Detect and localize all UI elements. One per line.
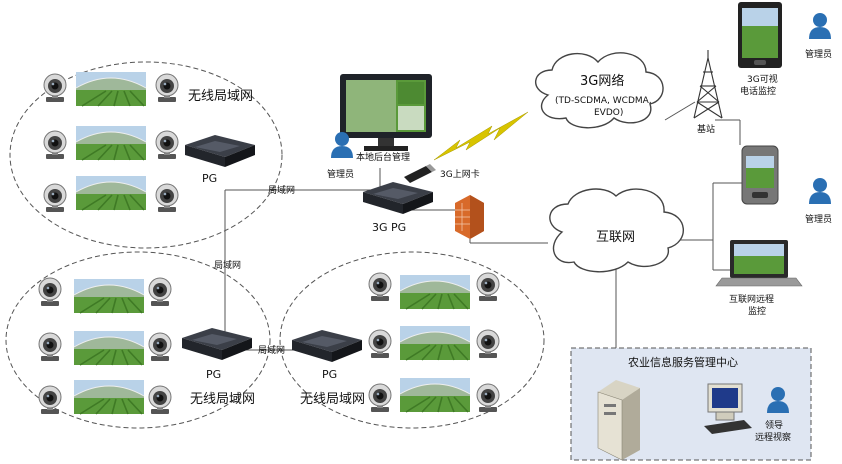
base-station-tower-icon: [693, 50, 723, 119]
pg-device-icon: [292, 330, 362, 362]
local-admin-label: 本地后台管理: [356, 151, 410, 163]
dome-camera-icon: [368, 329, 392, 359]
greenhouse-photo-icon: [75, 125, 147, 161]
wlan-bottom-right-group: PG 无线局域网: [292, 272, 500, 413]
pg-label: PG: [206, 368, 221, 381]
wlan-label: 无线局域网: [300, 392, 365, 407]
dome-camera-icon: [368, 383, 392, 413]
cloud-icon: [549, 188, 684, 273]
dome-camera-icon: [43, 73, 67, 103]
3g-network-title: 3G网络: [580, 73, 624, 89]
3g-card-label: 3G上网卡: [440, 168, 480, 180]
cloud-icon: [535, 52, 664, 129]
smartphone-icon: [738, 2, 782, 68]
3g-pg-label: 3G PG: [372, 221, 406, 234]
admin-label: 管理员: [805, 213, 832, 225]
leader-label: 远程视察: [755, 431, 791, 443]
greenhouse-photo-icon: [73, 330, 145, 366]
smartphone-icon: [741, 145, 779, 205]
dome-camera-icon: [43, 183, 67, 213]
phone-label: 3G可视: [747, 73, 778, 85]
firewall-icon: [455, 195, 484, 239]
internet-label: 互联网: [596, 230, 635, 245]
desktop-pc-icon: [704, 383, 752, 434]
dome-camera-icon: [476, 272, 500, 302]
dome-camera-icon: [38, 277, 62, 307]
dome-camera-icon: [148, 332, 172, 362]
monitor-icon: [340, 74, 432, 151]
greenhouse-photo-icon: [399, 377, 471, 413]
greenhouse-photo-icon: [75, 71, 147, 107]
center-title: 农业信息服务管理中心: [628, 355, 738, 369]
person-icon: [809, 178, 831, 204]
greenhouse-photo-icon: [399, 274, 471, 310]
wlan-top-group: 无线局域网 PG: [43, 71, 255, 213]
dome-camera-icon: [148, 277, 172, 307]
dome-camera-icon: [155, 73, 179, 103]
lightning-icon: [433, 111, 529, 161]
server-icon: [597, 380, 640, 461]
wlan-bottom-left-group: PG 无线局域网: [38, 277, 255, 415]
dome-camera-icon: [38, 385, 62, 415]
laptop-label: 监控: [748, 305, 766, 317]
leader-label: 领导: [765, 419, 783, 431]
wlan-groups: [5, 61, 545, 429]
3g-network-sub: EVDO): [594, 108, 623, 118]
greenhouse-photo-icon: [73, 278, 145, 314]
wlan-label: 无线局域网: [190, 392, 255, 407]
base-station-label: 基站: [697, 123, 715, 135]
dome-camera-icon: [368, 272, 392, 302]
lan-label: 局域网: [258, 344, 285, 356]
greenhouse-photo-icon: [75, 175, 147, 211]
dome-camera-icon: [38, 332, 62, 362]
dome-camera-icon: [148, 385, 172, 415]
pg-device-icon: [182, 328, 252, 360]
dome-camera-icon: [476, 329, 500, 359]
greenhouse-photo-icon: [399, 325, 471, 361]
person-icon: [809, 13, 831, 39]
dome-camera-icon: [155, 183, 179, 213]
pg-label: PG: [322, 368, 337, 381]
dome-camera-icon: [155, 130, 179, 160]
pg-label: PG: [202, 172, 217, 185]
3g-network-sub: (TD-SCDMA, WCDMA,: [555, 96, 652, 106]
laptop-label: 互联网远程: [729, 294, 774, 305]
laptop-icon: [715, 240, 803, 287]
greenhouse-photo-icon: [73, 379, 145, 415]
management-center-panel: 农业信息服务管理中心 领导 远程视察: [570, 347, 812, 461]
wlan-label: 无线局域网: [188, 89, 253, 104]
dome-camera-icon: [476, 383, 500, 413]
lan-label: 局域网: [268, 184, 295, 196]
admin-label: 管理员: [327, 168, 354, 180]
usb-modem-icon: [404, 164, 436, 183]
admin-label: 管理员: [805, 48, 832, 60]
pg-device-icon: [185, 135, 255, 167]
phone-label: 电话监控: [740, 85, 776, 97]
dome-camera-icon: [43, 130, 67, 160]
pg-device-icon: [363, 182, 433, 214]
lan-label: 局域网: [214, 259, 241, 271]
